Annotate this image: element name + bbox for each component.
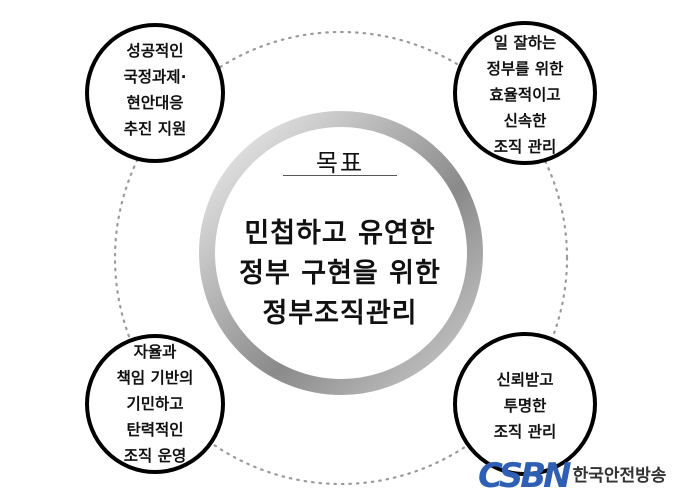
goal-line: 정부 구현을 위한 xyxy=(239,258,441,289)
goal-divider xyxy=(283,175,397,176)
satellite-line: 조직 관리 xyxy=(493,138,557,156)
satellite-line: 조직 운영 xyxy=(123,447,187,465)
satellite-line: 투명한 xyxy=(503,397,547,415)
satellite-top-right xyxy=(453,21,597,165)
satellite-line: 일 잘하는 xyxy=(493,34,557,52)
satellite-line: 조직 관리 xyxy=(493,423,557,441)
satellite-top-left xyxy=(85,23,225,163)
satellite-bottom-left xyxy=(85,334,225,474)
satellite-line: 신뢰받고 xyxy=(496,371,554,389)
satellite-line: 자율과 xyxy=(133,343,177,361)
goal-label: 목표 xyxy=(315,149,365,177)
goal-line: 민첩하고 유연한 xyxy=(244,218,436,249)
broadcaster-logo: CSBN 한국안전방송 xyxy=(478,458,666,494)
goal-line: 정부조직관리 xyxy=(262,298,418,329)
satellite-top-left-text: 성공적인 국정과제· 현안대응 추진 지원 xyxy=(90,38,220,142)
satellite-bottom-right xyxy=(453,332,597,476)
satellite-line: 효율적이고 xyxy=(489,86,561,104)
goal-statement: 민첩하고 유연한 정부 구현을 위한 정부조직관리 xyxy=(200,214,480,334)
satellite-bottom-left-text: 자율과 책임 기반의 기민하고 탄력적인 조직 운영 xyxy=(90,339,220,469)
orbit-ring xyxy=(113,30,569,486)
satellite-line: 기민하고 xyxy=(126,395,184,413)
satellite-line: 국정과제· xyxy=(123,68,187,86)
satellite-line: 책임 기반의 xyxy=(116,369,194,387)
satellite-line: 정부를 위한 xyxy=(486,60,564,78)
satellite-bottom-right-text: 신뢰받고 투명한 조직 관리 xyxy=(460,367,590,445)
satellite-line: 성공적인 xyxy=(126,42,184,60)
satellite-line: 추진 지원 xyxy=(123,120,187,138)
satellite-line: 탄력적인 xyxy=(126,421,184,439)
center-ring xyxy=(199,111,483,395)
logo-mark: CSBN xyxy=(478,456,572,496)
satellite-line: 신속한 xyxy=(503,112,547,130)
satellite-line: 현안대응 xyxy=(126,94,184,112)
satellite-top-right-text: 일 잘하는 정부를 위한 효율적이고 신속한 조직 관리 xyxy=(460,30,590,160)
logo-text: 한국안전방송 xyxy=(572,466,667,486)
